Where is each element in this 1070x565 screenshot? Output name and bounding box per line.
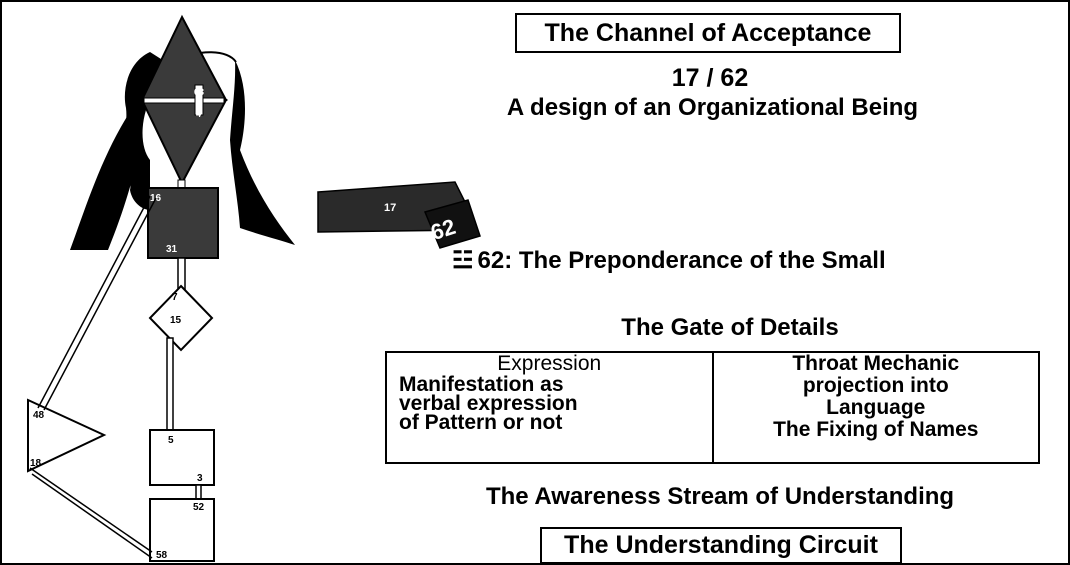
gate-18-label: 18: [30, 458, 42, 469]
gate-name: The Gate of Details: [621, 314, 839, 341]
gate-15-label: 15: [170, 315, 182, 326]
gate-52-label: 52: [193, 502, 205, 513]
gate-inset: 17 62: [317, 181, 481, 249]
ajna-center: [140, 99, 228, 186]
left-line-3: verbal expression: [399, 392, 578, 415]
gate-31-label: 31: [166, 244, 178, 255]
left-line-4: of Pattern or not: [399, 411, 563, 434]
gate-5-label: 5: [168, 435, 174, 446]
hair-right: [230, 60, 295, 245]
hexagram-heading: ☳62: The Preponderance of the Small: [452, 246, 972, 275]
head-ajna-divider: [143, 97, 225, 104]
channel-15-5: [166, 337, 174, 431]
right-line-3: Language: [826, 396, 926, 419]
gate-7-label: 7: [172, 292, 178, 303]
awareness-stream: The Awareness Stream of Understanding: [485, 483, 955, 510]
spleen-center: [27, 398, 107, 473]
root-center: [149, 498, 215, 562]
left-line-2: Manifestation as: [399, 373, 564, 396]
gate-3-label: 3: [197, 473, 203, 484]
gate-4-label: 4: [196, 109, 201, 119]
face-profile: [119, 52, 172, 210]
channel-18-58: [29, 467, 153, 559]
gate-description-table: Expression Manifestation as verbal expre…: [385, 351, 1040, 464]
gate-description-left: Expression Manifestation as verbal expre…: [385, 351, 714, 464]
circuit-label: The Understanding Circuit: [540, 527, 902, 564]
right-line-4: The Fixing of Names: [773, 418, 979, 441]
inset-tab: [423, 199, 481, 249]
hair-left: [70, 115, 132, 250]
right-line-2: projection into: [802, 374, 949, 397]
hexagram-label: 62: The Preponderance of the Small: [477, 247, 886, 274]
gate-48-label: 48: [33, 410, 45, 421]
gate-63-label: 63: [194, 87, 204, 97]
gate-pair: 17 / 62: [671, 64, 749, 92]
channel-3-52: [195, 484, 202, 500]
design-subtitle: A design of an Organizational Being: [506, 94, 919, 121]
gate-58-label: 58: [156, 550, 168, 561]
g-center: [148, 284, 214, 352]
right-line-1: Throat Mechanic: [792, 352, 960, 375]
channel-16-48: [37, 195, 157, 411]
channel-title: The Channel of Acceptance: [515, 13, 901, 53]
inset-gate-17-label: 17: [384, 202, 396, 214]
head-silhouette: [70, 51, 295, 250]
throat-center: [147, 187, 219, 259]
channel-63-4: [194, 84, 204, 116]
gate-description-right: Throat Mechanic projection into Language…: [711, 351, 1040, 464]
hexagram-icon: ☳: [452, 247, 474, 274]
sacral-center: [149, 429, 215, 486]
left-line-1: Expression: [497, 352, 602, 375]
